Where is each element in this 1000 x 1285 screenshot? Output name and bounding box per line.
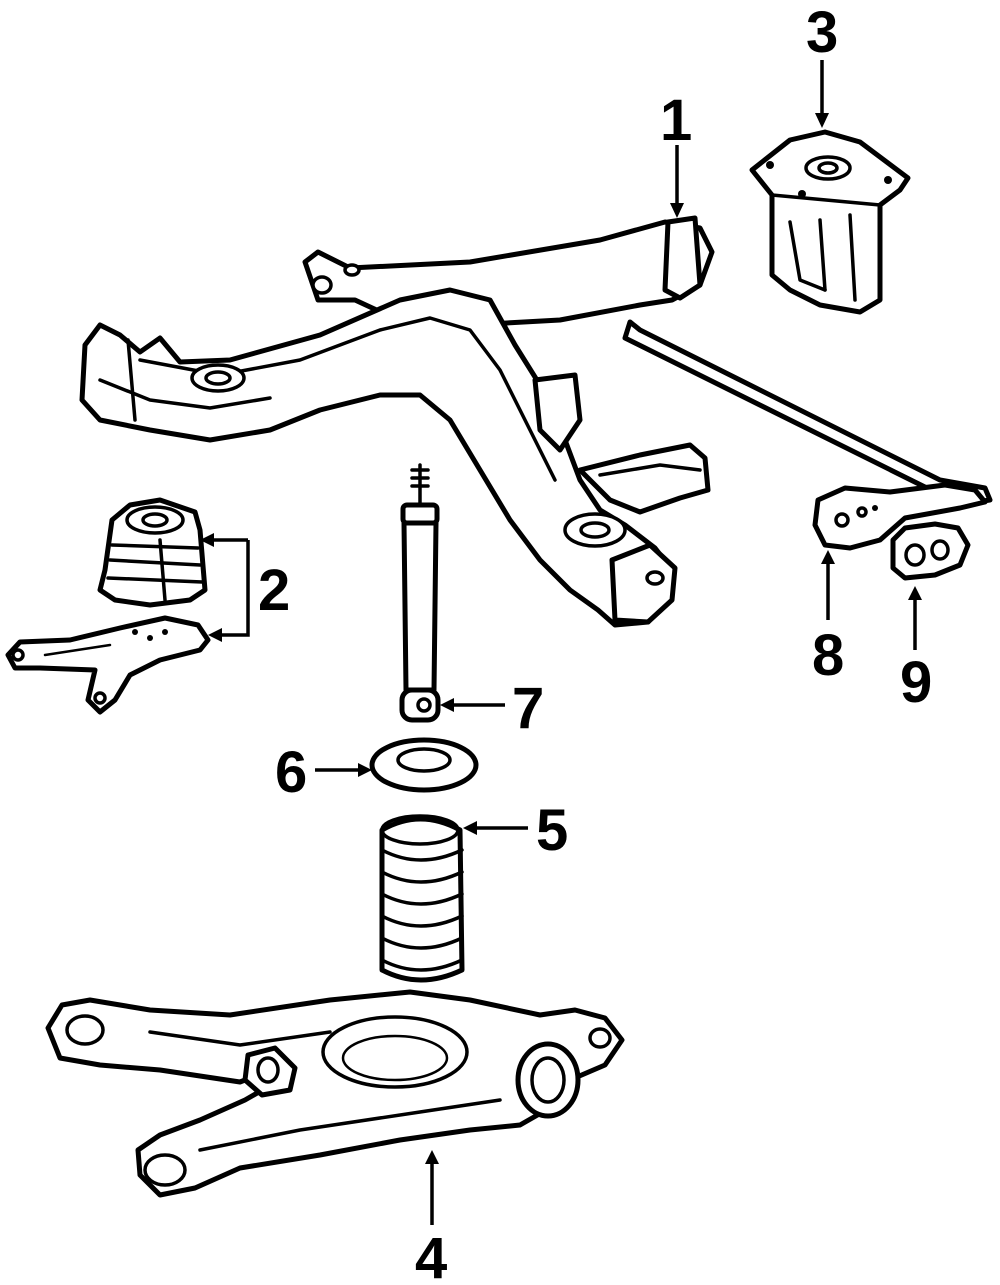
stabilizer-bracket — [812, 482, 988, 551]
spring-insulator — [369, 737, 479, 793]
callout-3: 3 — [806, 0, 838, 65]
callout-1: 1 — [660, 88, 692, 153]
callout-7: 7 — [512, 676, 544, 741]
coil-spring — [379, 814, 465, 983]
callout-9: 9 — [900, 650, 932, 715]
bracket-plate — [5, 615, 211, 715]
leader-lines — [200, 60, 922, 1225]
callout-5: 5 — [536, 798, 568, 863]
crossmember-bushing-and-bracket — [5, 497, 211, 715]
callout-4: 4 — [415, 1226, 447, 1285]
callout-2: 2 — [258, 558, 290, 623]
callout-6: 6 — [275, 740, 307, 805]
shock-absorber — [399, 463, 441, 723]
stabilizer-bushing — [890, 521, 971, 581]
callout-8: 8 — [812, 623, 844, 688]
crossmember-subframe — [79, 215, 993, 628]
callout-labels: 1 2 3 4 5 6 7 8 9 — [258, 0, 932, 1285]
mount-bracket — [749, 129, 911, 315]
lower-control-arm — [45, 989, 625, 1198]
